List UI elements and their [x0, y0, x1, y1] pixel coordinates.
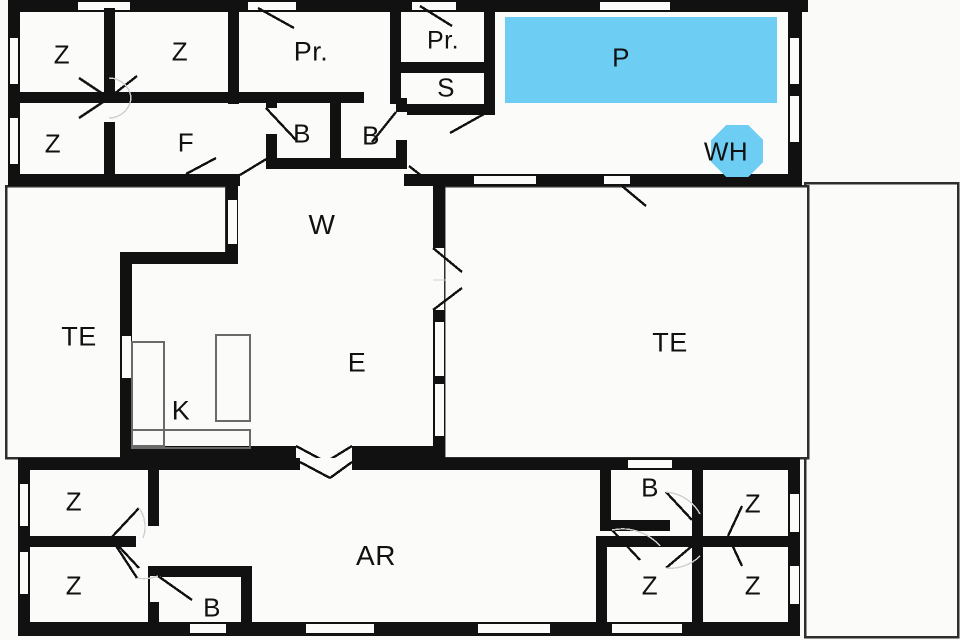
room-label-z1: Z	[53, 39, 71, 70]
lower-wall-bottom	[18, 622, 800, 636]
kitchen-counter-vertical	[131, 341, 165, 447]
upper-wall-bottom-mid	[404, 174, 454, 186]
room-label-b4: B	[641, 472, 659, 503]
room-label-pr1: Pr.	[293, 36, 329, 67]
room-label-pr2: Pr.	[426, 26, 460, 55]
partition-pr-col	[390, 0, 401, 104]
room-label-w: W	[308, 209, 336, 240]
partition-f-b	[234, 92, 364, 103]
partition-z-row	[8, 92, 108, 103]
partition-b3-top	[148, 566, 252, 577]
partition-z2-f	[104, 92, 234, 103]
wall-middle-bottom-right	[352, 446, 445, 458]
window-group-lower-right	[790, 494, 799, 604]
outdoor-extension-outline	[803, 181, 960, 639]
lower-wing	[18, 458, 800, 636]
partition-b-bottom	[266, 158, 407, 169]
partition-s-bottom	[400, 104, 495, 115]
room-label-pool: P	[612, 42, 630, 73]
lower-wall-top-mid	[352, 458, 600, 470]
whirlpool-shape	[711, 125, 763, 177]
room-label-z2: Z	[171, 36, 189, 67]
partition-b4-right	[692, 458, 703, 544]
partition-b3-right	[241, 566, 252, 634]
partition-z-ar	[148, 458, 159, 526]
partition-z7-col	[596, 536, 607, 634]
window-group-lower-top	[628, 460, 672, 468]
room-label-z7: Z	[641, 570, 659, 601]
room-label-ar: AR	[356, 540, 396, 571]
partition-b1-b2	[330, 98, 341, 166]
window-group-lower-left	[20, 484, 28, 594]
upper-wing	[8, 0, 808, 207]
room-label-te-right: TE	[652, 327, 688, 358]
kitchen-counters	[131, 334, 251, 449]
room-label-z3: Z	[44, 128, 62, 159]
room-label-s: S	[437, 72, 455, 103]
middle-wing	[120, 186, 463, 464]
room-label-f: F	[177, 127, 195, 158]
room-label-z4: Z	[65, 486, 83, 517]
room-label-z5: Z	[65, 570, 83, 601]
window-group-upper-right	[790, 38, 799, 142]
door-swing-arcs-upper-thin	[108, 77, 132, 119]
room-label-z8: Z	[744, 570, 762, 601]
room-label-te-left: TE	[61, 321, 97, 352]
window-group-lower-bottom	[190, 624, 682, 633]
terrace-right-outline	[442, 184, 810, 460]
partition-pr-s	[390, 62, 494, 73]
window-group-upper-top	[78, 2, 670, 10]
door-swings-lower	[109, 460, 744, 601]
room-label-e: E	[347, 347, 367, 378]
upper-wall-right	[788, 0, 802, 186]
partition-z7-z8	[692, 546, 703, 634]
door-swing-arcs-lower-thin	[136, 491, 701, 580]
wall-e-right-upper	[433, 186, 445, 248]
room-label-z6: Z	[744, 488, 762, 519]
upper-wall-bottom-left	[8, 174, 240, 186]
window-group-upper-left	[10, 38, 18, 164]
partition-z2-pr	[228, 8, 239, 104]
window-group-upper-bottom	[474, 176, 630, 184]
partition-b4-bottom	[600, 520, 670, 531]
pool-water	[505, 17, 777, 103]
partition-poolhouse-left	[484, 0, 495, 115]
partition-z6-z8	[692, 536, 800, 547]
room-label-b2: B	[362, 120, 380, 151]
partition-z4-z5	[18, 536, 136, 547]
door-swings-upper	[78, 4, 647, 207]
kitchen-counter-bottom	[131, 429, 251, 449]
partition-z7-top	[596, 536, 696, 547]
kitchen-island	[215, 334, 251, 422]
room-label-whirlpool: WH	[703, 136, 749, 167]
partition-b4-left	[600, 458, 611, 530]
room-label-b3: B	[203, 592, 221, 623]
partition-z3-f	[104, 122, 115, 186]
wall-e-left-step	[120, 252, 238, 264]
room-label-b1: B	[293, 118, 311, 149]
partition-z1-z2	[104, 8, 115, 94]
room-label-k: K	[171, 395, 191, 426]
